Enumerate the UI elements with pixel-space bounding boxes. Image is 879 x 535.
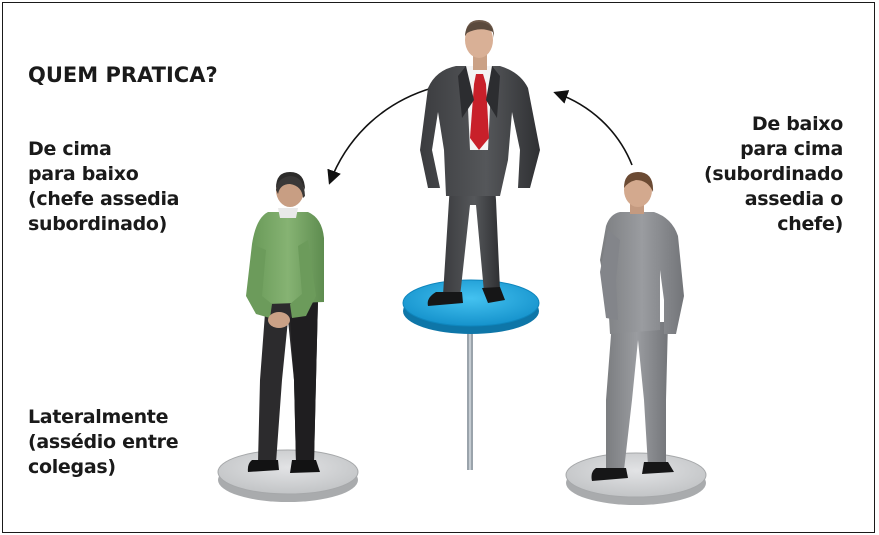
center-pole [467, 330, 473, 470]
label-line: para baixo [28, 163, 139, 185]
left-platform [217, 449, 359, 502]
right-platform [565, 452, 707, 505]
page-title: QUEM PRATICA? [28, 63, 218, 87]
label-line: Lateralmente [28, 406, 169, 428]
label-line: (assédio entre [28, 431, 179, 453]
boss-figure [420, 20, 540, 306]
label-line: assedia o [744, 188, 844, 210]
label-bottom-up: De baixo para cima (subordinado assedia … [704, 112, 843, 237]
label-line: (subordinado [703, 163, 843, 185]
arrow-bottom-up [553, 90, 633, 166]
label-line: De baixo [751, 113, 843, 135]
label-top-down: De cima para baixo (chefe assedia subord… [28, 137, 179, 237]
label-line: colegas) [28, 456, 116, 478]
label-line: De cima [28, 138, 112, 160]
label-line: chefe) [777, 213, 843, 235]
arrow-top-down [327, 87, 433, 185]
right-person-figure [591, 172, 684, 481]
label-lateral: Lateralmente (assédio entre colegas) [28, 405, 179, 480]
label-line: subordinado) [28, 213, 168, 235]
left-person-figure [246, 172, 324, 473]
label-line: para cima [740, 138, 843, 160]
label-line: (chefe assedia [28, 188, 180, 210]
center-platform [402, 279, 540, 334]
